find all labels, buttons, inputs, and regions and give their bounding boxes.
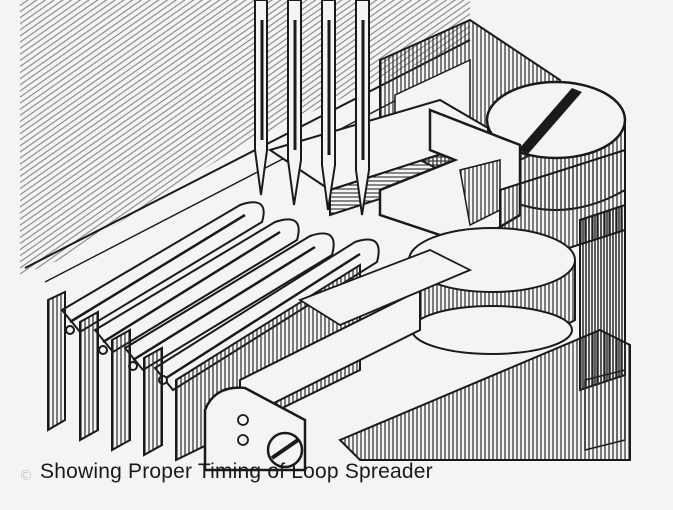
needles: [254, 0, 370, 216]
looper-4: [153, 238, 380, 392]
figure-caption: Showing Proper Timing of Loop Spreader: [40, 460, 433, 483]
copyright-watermark: ©: [19, 468, 33, 484]
looper-3: [123, 232, 335, 372]
looper-2: [93, 218, 300, 355]
lower-cylinder: [408, 227, 576, 355]
loopers: [60, 201, 380, 392]
looper-1: [60, 201, 265, 335]
spreader-arm: [378, 108, 522, 247]
front-bracket: [203, 386, 307, 472]
base-plate: [297, 249, 631, 461]
